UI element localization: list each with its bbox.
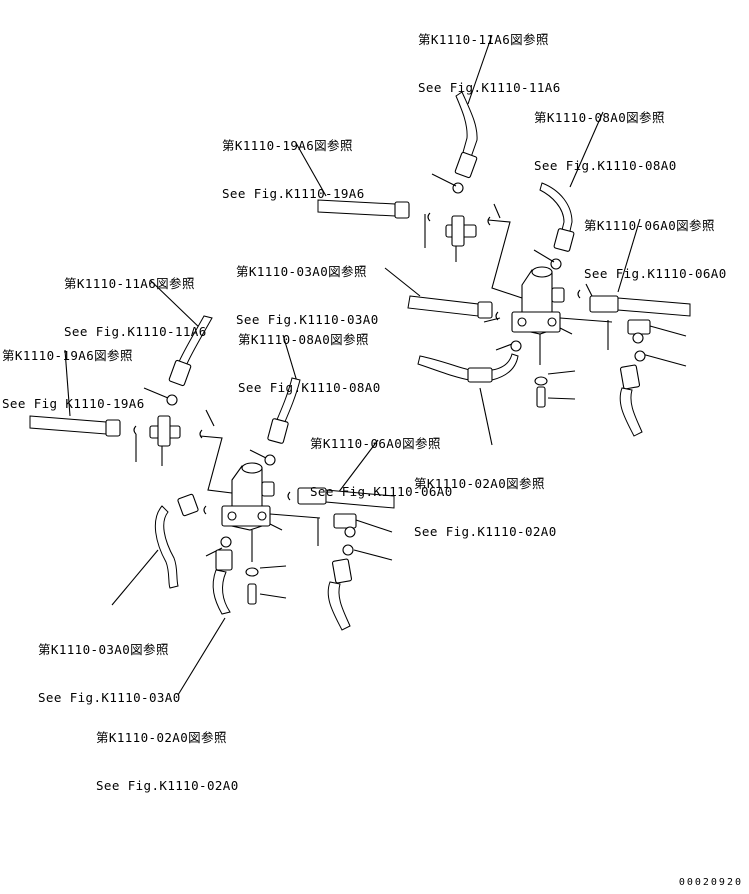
hose-02a0-upper — [417, 340, 522, 383]
manifold-block-upper — [511, 266, 613, 365]
leader-lines-lower — [64, 279, 379, 696]
hose-19a6-lower — [29, 415, 137, 462]
hose-02a0-lower — [205, 536, 233, 615]
reference-jp: 第K1110-06A0図参照 — [310, 436, 441, 451]
reference-en: See Fig.K1110-08A0 — [238, 380, 381, 395]
reference-label-02a0-bottom: 第K1110-02A0図参照 See Fig.K1110-02A0 — [96, 698, 239, 810]
washer-bolt-lower — [245, 565, 287, 605]
elbow-hose-lower — [327, 544, 393, 631]
hose-06a0-upper — [577, 283, 691, 350]
reference-en: See Fig K1110-19A6 — [2, 396, 145, 411]
reference-en: See Fig.K1110-19A6 — [222, 186, 365, 201]
reference-label-11a6-left: 第K1110-11A6図参照 See Fig.K1110-11A6 — [64, 244, 207, 356]
leader-lines-upper — [295, 34, 641, 446]
reference-jp: 第K1110-11A6図参照 — [418, 32, 549, 47]
reference-en: See Fig.K1110-02A0 — [96, 778, 239, 793]
tee-fitting-upper — [445, 203, 523, 299]
reference-en: See Fig.K1110-11A6 — [418, 80, 561, 95]
reference-label-19a6-left: 第K1110-19A6図参照 See Fig K1110-19A6 — [2, 316, 145, 428]
reference-jp: 第K1110-02A0図参照 — [96, 730, 227, 745]
hose-11a6-lower — [143, 315, 213, 406]
manifold-block-lower — [203, 462, 321, 562]
reference-jp: 第K1110-11A6図参照 — [64, 276, 195, 291]
reference-en: See Fig.K1110-03A0 — [38, 690, 181, 705]
reference-jp: 第K1110-03A0図参照 — [38, 642, 169, 657]
reference-label-03a0-top: 第K1110-03A0図参照 See Fig.K1110-03A0 — [236, 232, 379, 344]
reference-jp: 第K1110-19A6図参照 — [2, 348, 133, 363]
hose-08a0-lower — [249, 377, 301, 466]
reference-jp: 第K1110-06A0図参照 — [584, 218, 715, 233]
reference-label-06a0-top: 第K1110-06A0図参照 See Fig.K1110-06A0 — [584, 186, 727, 298]
reference-label-03a0-bottom: 第K1110-03A0図参照 See Fig.K1110-03A0 — [38, 610, 181, 722]
tee-fitting-lower — [149, 409, 241, 495]
reference-jp: 第K1110-08A0図参照 — [534, 110, 665, 125]
document-number: 00020920 — [678, 877, 743, 888]
reference-en: See Fig.K1110-02A0 — [414, 524, 557, 539]
reference-jp: 第K1110-19A6図参照 — [222, 138, 353, 153]
reference-en: See Fig.K1110-06A0 — [584, 266, 727, 281]
reference-label-06a0-mid: 第K1110-06A0図参照 See Fig.K1110-06A0 — [310, 404, 453, 516]
reference-en: See Fig.K1110-06A0 — [310, 484, 453, 499]
reference-en: See Fig.K1110-08A0 — [534, 158, 677, 173]
reference-label-08a0-mid: 第K1110-08A0図参照 See Fig.K1110-08A0 — [238, 300, 381, 412]
hose-06a0-lower — [287, 487, 395, 546]
elbow-hose-upper — [619, 350, 687, 437]
hose-03a0-lower — [154, 493, 199, 589]
reference-jp: 第K1110-02A0図参照 — [414, 476, 545, 491]
hose-08a0-upper — [533, 182, 575, 270]
reference-label-11a6-top: 第K1110-11A6図参照 See Fig.K1110-11A6 — [418, 0, 561, 112]
reference-label-02a0-mid: 第K1110-02A0図参照 See Fig.K1110-02A0 — [414, 444, 557, 556]
reference-jp: 第K1110-03A0図参照 — [236, 264, 367, 279]
reference-label-08a0-top: 第K1110-08A0図参照 See Fig.K1110-08A0 — [534, 78, 677, 190]
reference-jp: 第K1110-08A0図参照 — [238, 332, 369, 347]
reference-en: See Fig.K1110-03A0 — [236, 312, 379, 327]
reference-en: See Fig.K1110-11A6 — [64, 324, 207, 339]
hose-19a6-upper — [317, 199, 431, 248]
hose-03a0-upper — [407, 295, 501, 323]
washer-bolt-upper — [534, 370, 576, 408]
hose-11a6-upper — [431, 91, 478, 194]
reference-label-19a6-top: 第K1110-19A6図参照 See Fig.K1110-19A6 — [222, 106, 365, 218]
